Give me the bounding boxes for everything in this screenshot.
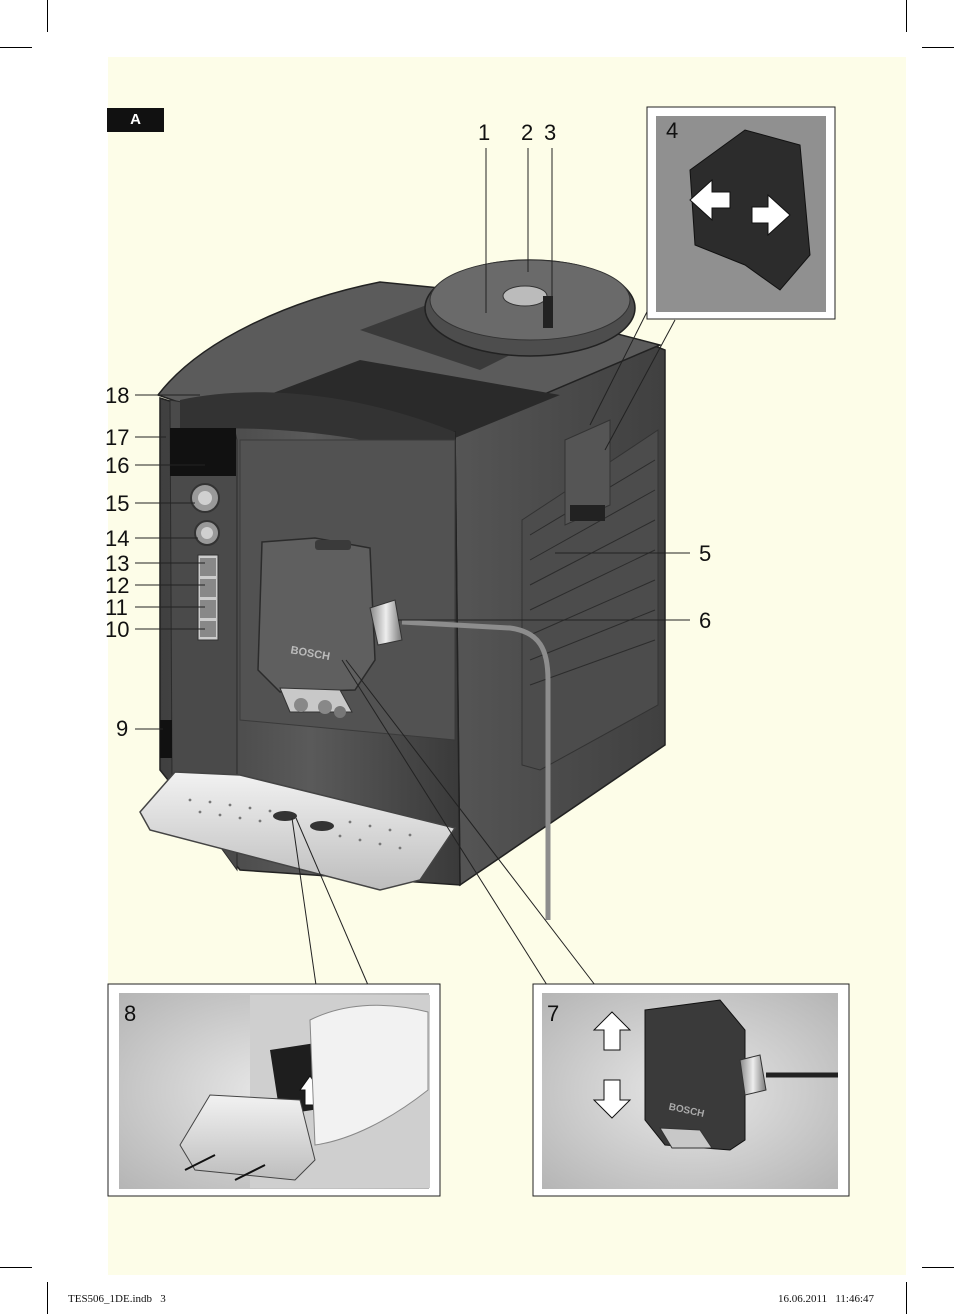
footer-timestamp: 16.06.2011 11:46:47: [778, 1293, 875, 1305]
callout-1: 1: [478, 120, 491, 145]
section-label: A: [107, 108, 164, 132]
callout-18: 18: [105, 383, 130, 408]
crop-mark: [0, 47, 32, 48]
inset-7: [532, 983, 850, 1197]
leader-lines: [135, 148, 690, 730]
arrow-right-icon: [751, 193, 791, 237]
inset-8: [107, 983, 441, 1197]
crop-mark: [47, 1282, 48, 1314]
callout-15: 15: [105, 491, 130, 516]
callout-2: 2: [521, 120, 534, 145]
arrow-down-icon: [592, 1079, 632, 1119]
callout-4: 4: [666, 118, 679, 143]
crop-mark: [922, 1267, 954, 1268]
crop-mark: [47, 0, 48, 32]
callout-5: 5: [699, 541, 712, 566]
arrow-up-icon: [592, 1011, 632, 1051]
callout-13: 13: [105, 551, 130, 576]
callout-8: 8: [124, 1001, 137, 1026]
callout-6: 6: [699, 608, 712, 633]
callout-16: 16: [105, 453, 130, 478]
callout-9: 9: [116, 716, 129, 741]
callout-10: 10: [105, 617, 130, 642]
callout-17: 17: [105, 425, 130, 450]
callout-7: 7: [547, 1001, 560, 1026]
arrow-left-icon: [689, 178, 731, 222]
callout-14: 14: [105, 526, 130, 551]
inset-4: [646, 106, 836, 320]
crop-mark: [922, 47, 954, 48]
callout-3: 3: [544, 120, 557, 145]
callout-12: 12: [105, 573, 130, 598]
machine-body: [139, 259, 666, 920]
callout-11: 11: [105, 595, 128, 620]
crop-mark: [906, 0, 907, 32]
crop-mark: [906, 1282, 907, 1314]
crop-mark: [0, 1267, 32, 1268]
footer-file-name: TES506_1DE.indb 3: [68, 1293, 166, 1305]
